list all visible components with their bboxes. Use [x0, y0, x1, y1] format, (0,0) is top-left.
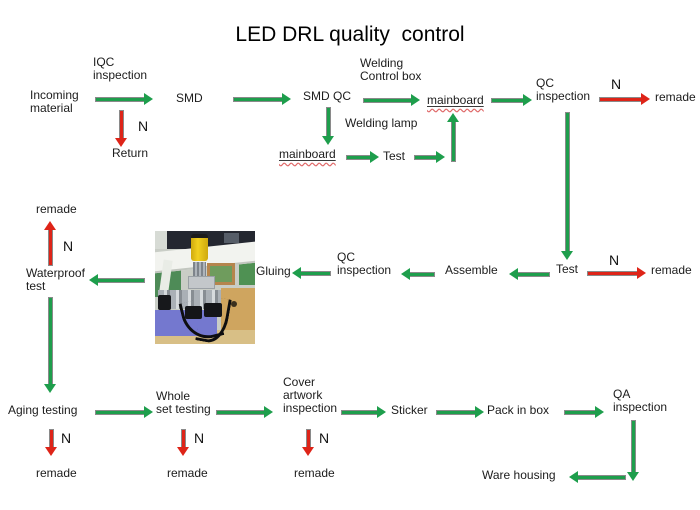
node-whole-set-testing: Whole set testing [156, 389, 211, 416]
arrow-pack-to-qa [564, 406, 604, 418]
node-mainboard-lower: mainboard [279, 148, 336, 161]
arrow-mainboard-to-qc [491, 94, 532, 106]
photo-clamp-assembly [188, 276, 215, 289]
node-pack-in-box: Pack in box [487, 403, 550, 417]
page-title: LED DRL quality control [235, 23, 465, 46]
node-qc-inspection-mid: QC inspection [337, 250, 392, 277]
n-label-iqc: N [138, 118, 149, 134]
arrow-mainboard-to-test [346, 151, 379, 163]
node-test-upper: Test [383, 149, 406, 163]
arrow-qa-down [627, 420, 639, 481]
photo-wood-right [221, 287, 255, 333]
node-remade-aging: remade [36, 466, 77, 480]
arrow-n-waterproof-to-remade [44, 221, 56, 266]
node-return: Return [112, 146, 149, 160]
arrow-wholeset-to-cover [216, 406, 273, 418]
photo-black-block-left [158, 295, 171, 311]
arrow-test-to-assemble [509, 268, 550, 280]
node-test-mid: Test [556, 262, 579, 276]
node-remade-top: remade [655, 90, 696, 104]
node-waterproof-test: Waterproof test [26, 266, 85, 293]
arrow-n-cover-to-remade [302, 429, 314, 456]
n-label-aging: N [61, 430, 72, 446]
node-qa-inspection: QA inspection [613, 387, 668, 414]
arrow-sticker-to-pack [436, 406, 484, 418]
arrow-waterproof-down-to-aging [44, 297, 56, 393]
node-welding-control-box: Welding Control box [360, 56, 422, 83]
node-iqc-inspection: IQC inspection [93, 55, 148, 82]
node-smd: SMD [176, 91, 203, 105]
arrow-n-test-to-remade [587, 267, 646, 279]
node-mainboard-top: mainboard [427, 94, 484, 107]
node-gluing: Gluing [256, 264, 291, 278]
node-remade-waterproof: remade [36, 202, 77, 216]
node-cover-artwork-inspection: Cover artwork inspection [283, 375, 338, 415]
photo-black-block-center1 [185, 305, 202, 320]
node-smd-qc: SMD QC [303, 89, 351, 103]
mainboard-lower-text: mainboard [279, 147, 336, 161]
photo-dark-patch [224, 233, 239, 244]
arrow-test-up-to-mainboard [447, 113, 459, 162]
machine-photo [155, 231, 255, 344]
arrow-n-aging-to-remade [45, 429, 57, 456]
node-assemble: Assemble [445, 263, 498, 277]
mainboard-top-text: mainboard [427, 93, 484, 107]
arrow-gluing-to-waterproof [89, 274, 145, 286]
photo-yellow-cylinder [191, 234, 208, 262]
node-welding-lamp: Welding lamp [345, 116, 418, 130]
n-label-whole-set: N [194, 430, 205, 446]
node-remade-cover: remade [294, 466, 335, 480]
n-label-qc-top: N [611, 76, 622, 92]
arrow-qa-to-warehousing [569, 471, 626, 483]
photo-metal-collar [193, 261, 206, 277]
arrow-n-wholeset-to-remade [177, 429, 189, 456]
arrow-qc-down-to-test [561, 112, 573, 260]
node-ware-housing: Ware housing [482, 468, 556, 482]
arrow-smdqc-down-to-mainboard [322, 107, 334, 145]
n-label-cover: N [319, 430, 330, 446]
arrow-assemble-to-qc [401, 268, 435, 280]
node-remade-whole-set: remade [167, 466, 208, 480]
node-aging-testing: Aging testing [8, 403, 78, 417]
arrow-aging-to-wholeset [95, 406, 153, 418]
arrow-n-iqc-to-return [115, 110, 127, 147]
node-qc-inspection-top: QC inspection [536, 76, 591, 103]
arrow-incoming-to-smd [95, 93, 153, 105]
n-label-waterproof: N [63, 238, 74, 254]
node-sticker: Sticker [391, 403, 428, 417]
photo-light-patch [155, 231, 167, 250]
arrow-qc-to-gluing [292, 267, 331, 279]
arrow-smd-to-smdqc [233, 93, 291, 105]
node-remade-test-mid: remade [651, 263, 692, 277]
photo-black-block-center2 [204, 303, 222, 317]
node-incoming-material: Incoming material [30, 88, 79, 115]
arrow-cover-to-sticker [341, 406, 386, 418]
arrow-test-to-corner [414, 151, 445, 163]
arrow-n-qc-to-remade [599, 93, 650, 105]
arrow-smdqc-to-mainboard [363, 94, 420, 106]
n-label-test-mid: N [609, 252, 620, 268]
